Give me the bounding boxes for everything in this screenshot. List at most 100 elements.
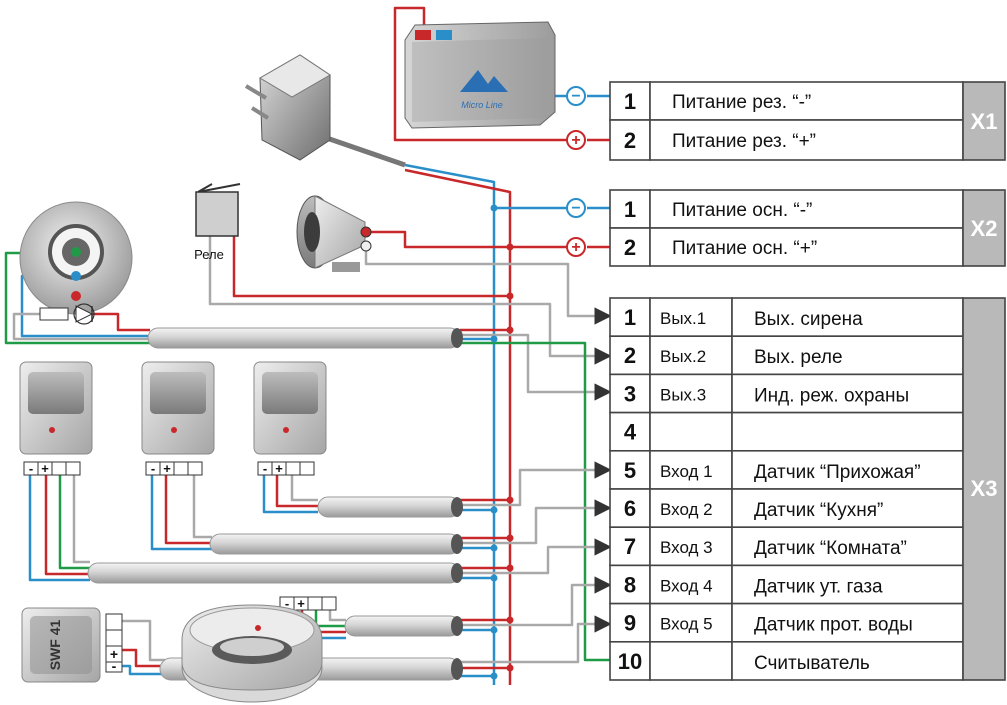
relay-power-wire <box>232 212 510 298</box>
reader-red-wire <box>92 312 150 332</box>
x3-row-label: Вых. сирена <box>754 309 863 330</box>
x3-row-io: Вых.1 <box>660 309 706 328</box>
gas-terminal-minus: - <box>285 596 289 611</box>
sensor2-neg-wire <box>150 475 212 551</box>
bus-junctions <box>490 204 514 680</box>
gas-terminal-plus: + <box>297 596 305 611</box>
power-adapter <box>244 54 331 161</box>
x3-row-num: 4 <box>624 420 637 445</box>
cable-sensor3 <box>317 496 463 518</box>
sensor3-sig-wire <box>290 475 318 502</box>
siren-positive-wire <box>366 230 510 249</box>
sensor1-in-wire <box>460 538 612 575</box>
sensor1-terminal-block: -+ <box>23 461 81 476</box>
water-sensor-label: SWF 41 <box>47 620 63 671</box>
x3-row-label: Датчик “Прихожая” <box>754 462 921 483</box>
water-terminal-plus: + <box>110 646 118 662</box>
polarity-symbols: − + − + <box>566 86 586 257</box>
x3-row-io: Вых.3 <box>660 385 706 404</box>
sensor1-terminal-plus: + <box>41 461 49 476</box>
x3-row: 4 <box>609 411 964 452</box>
x1-block-name: X1 <box>971 109 998 134</box>
battery-positive-wire <box>393 6 568 142</box>
x3-row: 2 Вых.2 Вых. реле <box>609 335 964 376</box>
adapter-positive-wire <box>404 168 512 685</box>
water-sig-wire <box>122 619 165 662</box>
sensor2-in-wire <box>460 499 612 545</box>
pir-sensor-room <box>19 361 93 455</box>
indicator-grey-wire <box>460 333 612 401</box>
relay: Реле <box>194 183 241 262</box>
sensor3-terminal-plus: + <box>275 461 283 476</box>
x3-row-num: 2 <box>624 343 636 368</box>
x3-row: 6 Вход 2 Датчик “Кухня” <box>609 488 964 529</box>
x1-row1-num: 1 <box>624 89 636 114</box>
svg-text:−: − <box>571 88 580 105</box>
x2-block-name: X2 <box>971 216 998 241</box>
x3-row-num: 3 <box>624 381 636 406</box>
sensor3-terminal-block: -+ <box>257 461 315 476</box>
x1-row2-num: 2 <box>624 128 636 153</box>
x3-block-name: X3 <box>971 476 998 501</box>
adapter-cable <box>317 132 406 168</box>
sensor1-neg-wire <box>28 475 90 582</box>
x3-row-label: Датчик “Кухня” <box>754 500 883 521</box>
pir-sensor-kitchen <box>141 361 215 455</box>
x3-row: 7 Вход 3 Датчик “Комната” <box>609 526 964 567</box>
x3-row-num: 8 <box>624 572 636 597</box>
svg-text:+: + <box>571 239 580 256</box>
water-terminal-minus: - <box>112 658 117 674</box>
siren <box>296 195 372 272</box>
water-neg-wire <box>122 664 165 676</box>
sensor3-terminal-minus: - <box>263 461 267 476</box>
x3-row: 9 Вход 5 Датчик прот. воды <box>609 602 964 643</box>
sensor3-neg-wire <box>262 475 318 514</box>
x3-row-io: Вых.2 <box>660 347 706 366</box>
battery-brand: Micro Line <box>461 100 503 110</box>
x3-row-io: Вход 3 <box>660 538 713 557</box>
adapter-negative-wire <box>404 163 496 685</box>
x1-plus-symbol: + <box>566 130 586 150</box>
x2-row2-label: Питание осн. “+” <box>672 238 817 259</box>
gas-in-wire <box>460 576 612 627</box>
water-sensor: SWF 41 <box>21 607 101 683</box>
x3-row-io: Вход 2 <box>660 500 713 519</box>
gas-sig-wire <box>328 610 346 622</box>
battery: Micro Line <box>404 21 556 129</box>
x2-row1-num: 1 <box>624 197 636 222</box>
svg-text:−: − <box>571 200 580 217</box>
terminal-block-x2: 1 Питание осн. “-” 2 Питание осн. “+” X2 <box>609 189 1006 267</box>
cable-gas <box>344 615 463 637</box>
x3-row-num: 6 <box>624 496 636 521</box>
sensor2-terminal-minus: - <box>151 461 155 476</box>
x3-row-num: 9 <box>624 611 636 636</box>
x1-row2-label: Питание рез. “+” <box>672 131 816 152</box>
water-pos-wire <box>122 648 165 668</box>
x3-row-label: Вых. реле <box>754 347 843 368</box>
x3-row-num: 7 <box>624 534 636 559</box>
x3-row-io: Вход 1 <box>660 462 713 481</box>
x3-row-io: Вход 5 <box>660 615 713 634</box>
indicator-green-wire <box>460 341 610 662</box>
x2-plus-symbol: + <box>566 237 586 257</box>
x3-row-num: 1 <box>624 305 636 330</box>
x2-row2-num: 2 <box>624 235 636 260</box>
sensor1-terminal-minus: - <box>29 461 33 476</box>
cable-indicator <box>147 327 463 349</box>
key-reader <box>19 201 133 325</box>
x3-row-label: Датчик прот. воды <box>754 615 913 636</box>
svg-text:+: + <box>571 132 580 149</box>
relay-label: Реле <box>194 247 224 262</box>
x3-row-num: 10 <box>618 649 642 674</box>
sensor3-pos-wire <box>275 475 318 508</box>
water-terminal-block: + - <box>105 613 123 674</box>
x3-row-label: Датчик “Комната” <box>754 538 907 559</box>
x2-row1-label: Питание осн. “-” <box>672 200 812 221</box>
siren-signal-wire <box>364 246 612 325</box>
cable-sensor2 <box>209 533 463 555</box>
x3-row: 1 Вых.1 Вых. сирена <box>609 297 964 338</box>
water-in-wire <box>460 615 612 664</box>
